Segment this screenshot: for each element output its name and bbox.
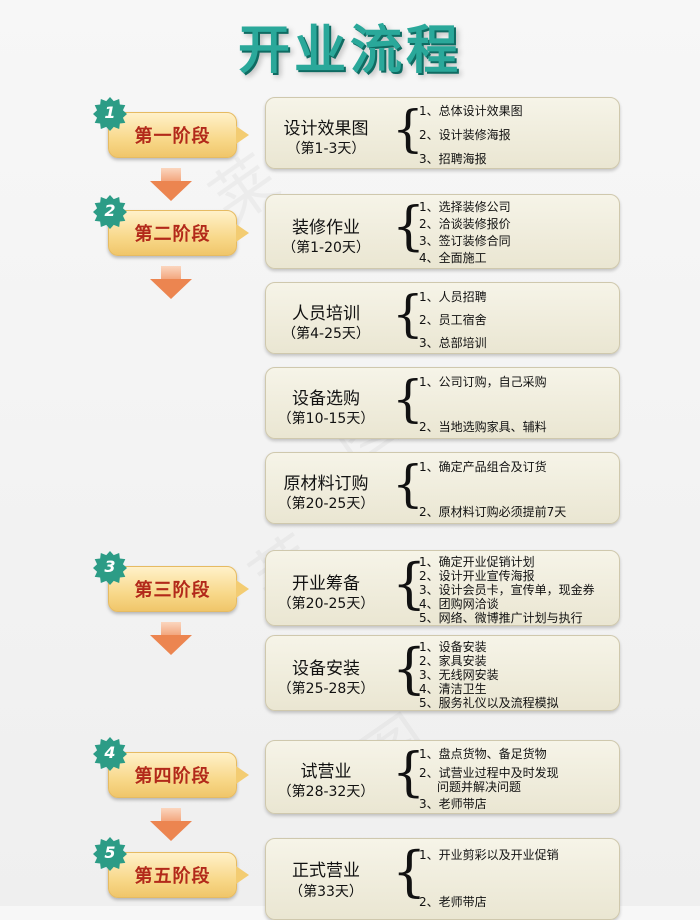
- page-title: 开业流程: [237, 21, 462, 81]
- card-name: 正式营业: [292, 861, 360, 881]
- card-item: 3、签订装修合同: [419, 234, 511, 248]
- card-name: 设备选购: [292, 389, 360, 409]
- card-item: 5、网络、微博推广计划与执行: [419, 611, 583, 625]
- card-item: 2、设计开业宣传海报: [419, 569, 535, 583]
- card-item: 1、开业剪彩以及开业促销: [419, 848, 559, 862]
- card-days: （第10-15天）: [277, 411, 375, 427]
- card-item: 1、盘点货物、备足货物: [419, 747, 547, 761]
- card-item: 4、全面施工: [419, 251, 487, 265]
- brace-icon: {: [392, 285, 424, 343]
- card-name: 人员培训: [292, 304, 360, 324]
- card-installation: 设备安装 （第25-28天） { 1、设备安装 2、家具安装 3、无线网安装 4…: [265, 635, 620, 711]
- card-training: 人员培训 （第4-25天） { 1、人员招聘 2、员工宿舍 3、总部培训: [265, 282, 620, 354]
- down-arrow-icon: [150, 808, 192, 842]
- card-trial-operation: 试营业 （第28-32天） { 1、盘点货物、备足货物 2、试营业过程中及时发现…: [265, 740, 620, 814]
- card-item: 1、人员招聘: [419, 290, 487, 304]
- card-days: （第33天）: [289, 884, 363, 900]
- card-item: 3、招聘海报: [419, 152, 487, 166]
- pointer-icon: [236, 866, 249, 884]
- stage-5: 5 第五阶段: [93, 837, 249, 898]
- card-item: 2、原材料订购必须提前7天: [419, 505, 567, 519]
- card-item: 4、清洁卫生: [419, 682, 487, 696]
- card-days: （第28-32天）: [277, 784, 375, 800]
- down-arrow-icon: [150, 168, 192, 202]
- down-arrow-icon: [150, 622, 192, 656]
- stage-label: 第三阶段: [134, 580, 211, 601]
- card-item: 5、服务礼仪以及流程模拟: [419, 696, 559, 710]
- card-item: 2、洽谈装修报价: [419, 217, 511, 231]
- card-item: 问题并解决问题: [437, 780, 522, 794]
- card-item: 3、无线网安装: [419, 668, 499, 682]
- down-arrow-icon: [150, 266, 192, 300]
- brace-icon: {: [392, 840, 427, 903]
- brace-icon: {: [392, 743, 426, 803]
- card-item: 1、总体设计效果图: [419, 104, 523, 118]
- card-days: （第20-25天）: [277, 596, 375, 612]
- card-name: 试营业: [300, 762, 352, 782]
- card-item: 2、员工宿舍: [419, 313, 487, 327]
- stage-4: 4 第四阶段: [93, 737, 249, 798]
- stage-3: 3 第三阶段: [93, 551, 249, 612]
- brace-icon: {: [392, 552, 427, 615]
- card-renovation: 装修作业 （第1-20天） { 1、选择装修公司 2、洽谈装修报价 3、签订装修…: [265, 194, 620, 269]
- card-name: 设计效果图: [283, 119, 369, 139]
- card-name: 装修作业: [292, 218, 360, 238]
- card-days: （第1-3天）: [286, 141, 366, 157]
- card-days: （第4-25天）: [282, 326, 370, 342]
- card-grand-opening: 正式营业 （第33天） { 1、开业剪彩以及开业促销 2、老师带店: [265, 838, 620, 920]
- card-item: 2、设计装修海报: [419, 128, 511, 142]
- stage-2: 2 第二阶段: [93, 195, 249, 256]
- card-item: 3、设计会员卡，宣传单，现金券: [419, 583, 595, 597]
- card-design: 设计效果图 （第1-3天） { 1、总体设计效果图 2、设计装修海报 3、招聘海…: [265, 97, 620, 169]
- card-name: 原材料订购: [283, 474, 369, 494]
- brace-icon: {: [392, 100, 424, 158]
- stage-label: 第五阶段: [134, 866, 211, 887]
- stage-label: 第一阶段: [134, 126, 211, 147]
- card-item: 1、公司订购，自己采购: [419, 375, 547, 389]
- brace-icon: {: [392, 197, 426, 257]
- stage-label: 第四阶段: [134, 766, 211, 787]
- card-item: 2、当地选购家具、辅料: [419, 420, 547, 434]
- card-materials: 原材料订购 （第20-25天） { 1、确定产品组合及订货 2、原材料订购必须提…: [265, 452, 620, 524]
- pointer-icon: [236, 224, 249, 242]
- pointer-icon: [236, 766, 249, 784]
- card-days: （第20-25天）: [277, 496, 375, 512]
- brace-icon: {: [392, 455, 424, 513]
- card-item: 2、家具安装: [419, 654, 487, 668]
- card-days: （第1-20天）: [282, 240, 370, 256]
- brace-icon: {: [392, 637, 427, 700]
- brace-icon: {: [392, 370, 424, 428]
- card-item: 2、老师带店: [419, 895, 487, 909]
- card-item: 3、总部培训: [419, 336, 487, 350]
- stage-label: 第二阶段: [134, 224, 211, 245]
- pointer-icon: [236, 126, 249, 144]
- card-item: 2、试营业过程中及时发现: [419, 766, 559, 780]
- card-name: 开业筹备: [292, 574, 360, 594]
- card-item: 1、设备安装: [419, 640, 487, 654]
- pointer-icon: [236, 580, 249, 598]
- card-item: 1、确定开业促销计划: [419, 555, 535, 569]
- card-days: （第25-28天）: [277, 681, 375, 697]
- card-name: 设备安装: [292, 659, 360, 679]
- stage-1: 1 第一阶段: [93, 97, 249, 158]
- card-item: 4、团购网洽谈: [419, 597, 499, 611]
- card-equipment-purchase: 设备选购 （第10-15天） { 1、公司订购，自己采购 2、当地选购家具、辅料: [265, 367, 620, 439]
- card-item: 1、选择装修公司: [419, 200, 511, 214]
- card-item: 1、确定产品组合及订货: [419, 460, 547, 474]
- card-opening-prep: 开业筹备 （第20-25天） { 1、确定开业促销计划 2、设计开业宣传海报 3…: [265, 550, 620, 626]
- card-item: 3、老师带店: [419, 797, 487, 811]
